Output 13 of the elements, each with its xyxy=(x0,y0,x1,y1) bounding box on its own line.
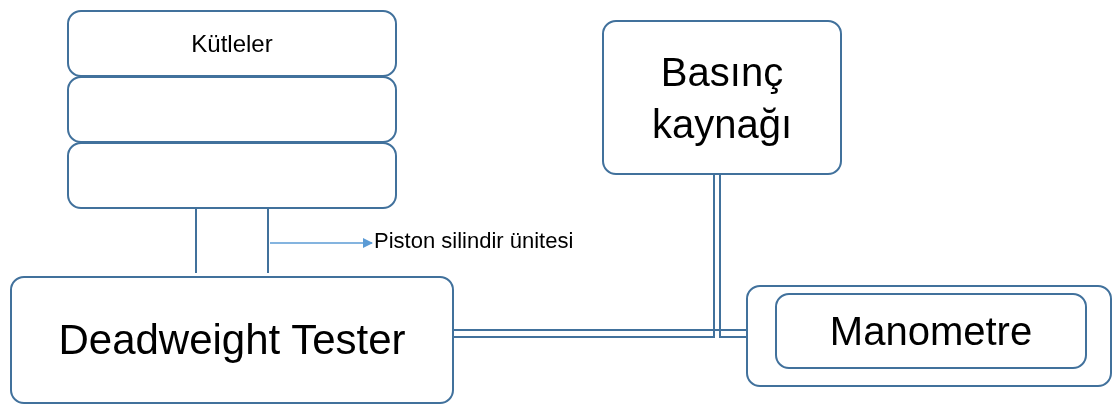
tester-box: Deadweight Tester xyxy=(10,276,454,404)
gauge-frame xyxy=(746,285,1112,387)
double-line xyxy=(719,174,747,338)
mass-box xyxy=(67,76,397,143)
arrow xyxy=(269,238,373,248)
double-line xyxy=(453,329,747,331)
gauge-box: Manometre xyxy=(775,293,1087,369)
mass-box: Kütleler xyxy=(67,10,397,77)
mass-box xyxy=(67,142,397,209)
piston-cylinder xyxy=(195,209,269,273)
double-line xyxy=(453,174,715,338)
part-label: Piston silindir ünitesi xyxy=(374,228,574,254)
source-box: Basınç kaynağı xyxy=(602,20,842,175)
